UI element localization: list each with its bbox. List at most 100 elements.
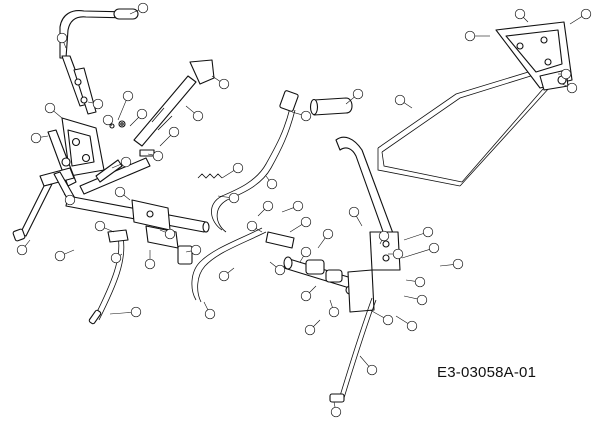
callout (218, 267, 235, 282)
callout-leader (109, 312, 132, 315)
callout (87, 98, 104, 110)
callout-circle (428, 242, 440, 254)
callout (464, 30, 490, 42)
top-right-bracket (495, 21, 573, 91)
callout-leader (123, 194, 131, 201)
callout-leader (333, 401, 336, 408)
callout-circle (190, 244, 202, 256)
callout (289, 216, 312, 233)
callout-circle (382, 314, 394, 326)
callout-leader (401, 249, 430, 259)
callout (203, 301, 216, 320)
center-shaft (265, 231, 359, 295)
callout (63, 193, 76, 206)
callout-leader (265, 175, 270, 181)
callout-leader (211, 75, 221, 82)
callout (395, 315, 418, 332)
callout (129, 108, 148, 127)
callout-circle (300, 216, 312, 228)
callout-circle (560, 68, 572, 80)
callout-circle (452, 258, 464, 270)
callout-circle (246, 220, 258, 232)
callout-leader (299, 255, 304, 263)
callout-leader (309, 285, 317, 293)
bottom-right-rod (329, 297, 377, 403)
callout-leader (110, 123, 113, 127)
callout-circle (300, 246, 312, 258)
callout-leader (217, 195, 230, 198)
callout-leader (257, 209, 265, 217)
callout-circle (218, 270, 230, 282)
callout (94, 220, 115, 233)
callout-leader (403, 102, 413, 109)
callout (514, 8, 529, 23)
callout-leader (64, 249, 75, 255)
callout-circle (392, 248, 404, 260)
callout-leader (379, 240, 383, 245)
callout-circle (218, 78, 230, 90)
callout-circle (422, 226, 434, 238)
callout (114, 186, 131, 201)
callout (401, 242, 440, 259)
callout (16, 239, 31, 256)
callout-leader (111, 163, 122, 169)
lower-center-rod (177, 227, 267, 303)
callout (102, 114, 114, 127)
callout-leader (289, 224, 303, 233)
grip-sleeve (309, 97, 353, 116)
callout (304, 319, 321, 336)
callout-layer (16, 2, 592, 418)
callout-leader (405, 279, 416, 282)
callout (558, 68, 572, 80)
callout-leader (403, 233, 424, 241)
callout-circle (16, 244, 28, 256)
callout (439, 258, 464, 270)
callout-leader (53, 110, 63, 119)
bail-handle (377, 65, 561, 187)
callout (330, 401, 342, 418)
callout-circle (266, 178, 278, 190)
callout (129, 2, 149, 15)
callout-leader (203, 301, 209, 310)
upper-mid-lever (133, 59, 215, 147)
callout (211, 75, 230, 90)
callout-leader (129, 117, 139, 127)
right-center-handle (335, 136, 401, 313)
callout-leader (281, 207, 294, 213)
callout-circle (144, 258, 156, 270)
callout (317, 228, 334, 249)
callout (405, 276, 426, 288)
callout (257, 200, 274, 217)
callout-leader (317, 237, 326, 249)
callout-circle (54, 250, 66, 262)
callout-circle (300, 290, 312, 302)
callout-circle (130, 306, 142, 318)
callout-leader (395, 315, 409, 324)
callout-circle (168, 126, 180, 138)
callout-leader (119, 253, 123, 256)
callout (300, 285, 317, 302)
callout-circle (204, 308, 216, 320)
callout (185, 244, 202, 256)
callout-circle (137, 2, 149, 14)
callout-circle (378, 230, 390, 242)
callout-leader (185, 105, 195, 114)
callout (394, 94, 413, 109)
callout-circle (322, 228, 334, 240)
callout-circle (580, 8, 592, 20)
callout-circle (300, 110, 312, 122)
callout (109, 306, 142, 318)
callout (56, 32, 68, 49)
callout-leader (291, 111, 302, 115)
callout-circle (232, 162, 244, 174)
callout-circle (566, 82, 578, 94)
callout-circle (94, 220, 106, 232)
callout-leader (24, 239, 31, 247)
callout-circle (64, 194, 76, 206)
callout-leader (63, 193, 67, 197)
callout-circle (406, 320, 418, 332)
callout-leader (403, 295, 418, 300)
callout (147, 150, 164, 162)
callout (359, 355, 378, 376)
callout-leader (227, 267, 235, 274)
